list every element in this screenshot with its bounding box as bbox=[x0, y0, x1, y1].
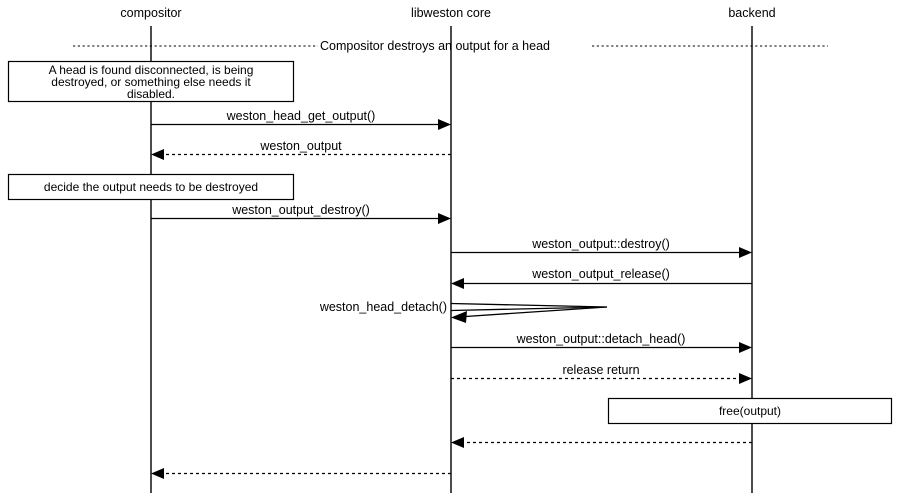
note-decide-destroy-line-1: decide the output needs to be destroyed bbox=[44, 180, 258, 194]
note-head-disconnected-line-2: destroyed, or something else needs it bbox=[51, 75, 251, 89]
message-line-weston-head-detach-return bbox=[457, 306, 608, 318]
message-label-weston-output-destroy-cb: weston_output::destroy() bbox=[531, 237, 670, 251]
message-arrowhead-backend-return bbox=[451, 437, 464, 448]
message-label-release-return: release return bbox=[562, 363, 639, 377]
message-label-weston-head-get-output: weston_head_get_output() bbox=[226, 109, 376, 123]
message-arrowhead-core-return bbox=[151, 468, 164, 479]
message-label-weston-output-release: weston_output_release() bbox=[531, 267, 670, 281]
message-label-weston-output-detach-head: weston_output::detach_head() bbox=[516, 332, 686, 346]
participant-label-libweston-core: libweston core bbox=[411, 6, 491, 20]
message-line-weston-head-detach bbox=[450, 302, 608, 312]
divider-label: Compositor destroys an output for a head bbox=[320, 39, 550, 53]
message-arrowhead-weston-output-detach-head bbox=[739, 342, 752, 353]
note-decide-destroy bbox=[7, 173, 295, 201]
message-arrowhead-weston-head-get-output bbox=[438, 119, 451, 130]
note-free-output-line-1: free(output) bbox=[719, 404, 781, 418]
message-arrowhead-weston-output-release bbox=[451, 278, 464, 289]
note-free-output bbox=[607, 397, 893, 425]
message-arrowhead-weston-output-destroy bbox=[438, 213, 451, 224]
message-arrowhead-release-return bbox=[739, 373, 752, 384]
participant-label-backend: backend bbox=[728, 6, 775, 20]
note-head-disconnected-line-3: disabled. bbox=[127, 87, 175, 101]
message-label-weston-output-destroy: weston_output_destroy() bbox=[231, 203, 370, 217]
participant-label-compositor: compositor bbox=[120, 6, 181, 20]
message-arrowhead-weston-head-detach bbox=[451, 311, 467, 323]
message-label-weston-head-detach: weston_head_detach() bbox=[319, 300, 447, 314]
message-label-weston-output: weston_output bbox=[259, 139, 342, 153]
note-head-disconnected bbox=[7, 60, 295, 103]
message-arrowhead-weston-output-destroy-cb bbox=[739, 247, 752, 258]
message-arrowhead-weston-output bbox=[151, 149, 164, 160]
note-head-disconnected-line-1: A head is found disconnected, is being bbox=[49, 63, 254, 77]
